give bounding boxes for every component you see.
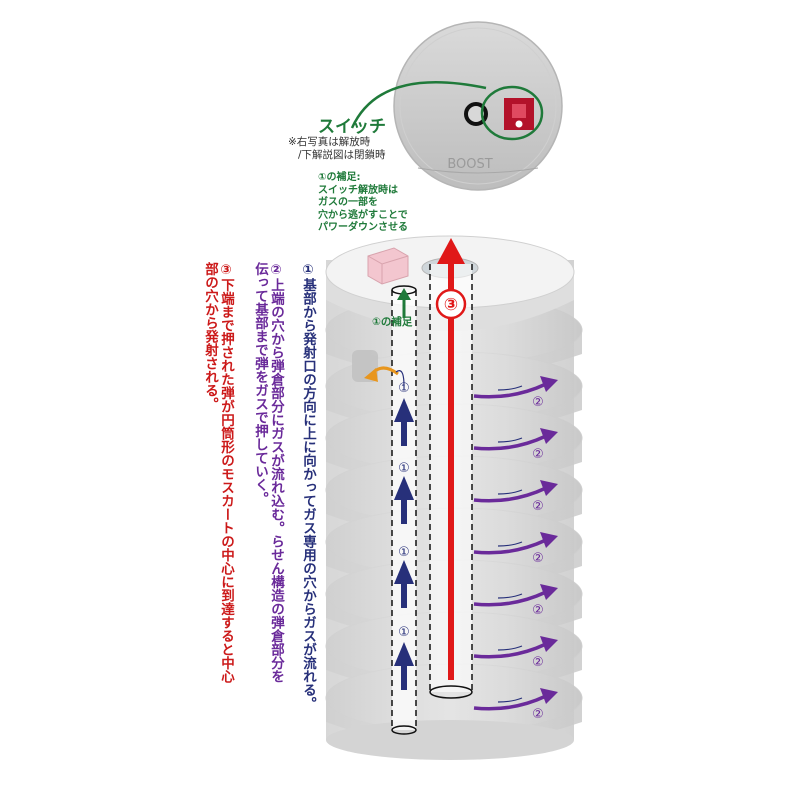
supplement-line1: スイッチ解放時は <box>318 184 398 196</box>
marker-three: ③ <box>444 295 458 315</box>
marker-one: ① <box>398 461 410 476</box>
supplement-line2: ガスの一部を <box>318 197 378 208</box>
marker-two: ② <box>532 655 544 670</box>
magazine-flow-arrow: ② <box>473 532 558 566</box>
marker-two: ② <box>532 499 544 514</box>
marker-two: ② <box>532 447 544 462</box>
supplement-line4: パワーダウンさせる <box>318 222 408 233</box>
supplement-arrow <box>397 288 411 318</box>
gas-flow-arrow <box>394 560 414 608</box>
marker-one: ① <box>398 625 410 640</box>
step-3-text: ③下端まで押された弾が円筒形のモスカートの中心に到達すると中心部の穴から発射され… <box>202 262 234 683</box>
magazine-flow-arrows: ② ② ② ② ② ② ② <box>473 376 558 722</box>
marker-one: ① <box>398 545 410 560</box>
marker-one: ① <box>398 381 410 396</box>
gas-flow-arrow <box>394 398 414 446</box>
magazine-flow-arrow: ② <box>473 636 558 670</box>
step-2-text: ②上端の穴から弾倉部分にガスが流れ込む。らせん構造の弾倉部分を伝って基部まで弾を… <box>252 262 284 683</box>
magazine-flow-arrow: ② <box>473 584 558 618</box>
coin-text: BOOST <box>447 157 492 172</box>
magazine-flow-arrow: ② <box>473 480 558 514</box>
supplement-note: ①の補足: スイッチ解放時は ガスの一部を 穴から逃がすことで パワーダウンさせ… <box>318 172 438 235</box>
release-arrow <box>364 366 405 387</box>
supplement-short-label: ①の補足 <box>372 316 413 328</box>
switch-note-line2: /下解説図は閉鎖時 <box>298 149 386 161</box>
switch-label: スイッチ <box>318 117 386 137</box>
marker-two: ② <box>532 395 544 410</box>
switch-note-line1: ※右写真は解放時 <box>288 136 371 148</box>
magazine-flow-arrow: ② <box>473 376 558 410</box>
firing-arrow <box>435 238 467 680</box>
step-1-text: ①基部から発射口の方向に上に向かってガス専用の穴からガスが流れる。 <box>300 262 316 710</box>
gas-release-hole <box>464 102 488 126</box>
marker-two: ② <box>532 551 544 566</box>
gas-flow-arrow <box>394 476 414 524</box>
switch-photo: BOOST <box>350 21 563 191</box>
magazine-flow-arrow: ② <box>473 688 558 722</box>
gas-flow-arrow <box>394 642 414 690</box>
switch-note: ※右写真は解放時 /下解説図は閉鎖時 <box>288 136 418 162</box>
marker-two: ② <box>532 707 544 722</box>
supplement-title: ①の補足: <box>318 172 361 183</box>
marker-two: ② <box>532 603 544 618</box>
magazine-flow-arrow: ② <box>473 428 558 462</box>
gas-flow-arrows: ① ① ① ① <box>394 381 414 690</box>
supplement-line3: 穴から逃がすことで <box>318 209 408 221</box>
